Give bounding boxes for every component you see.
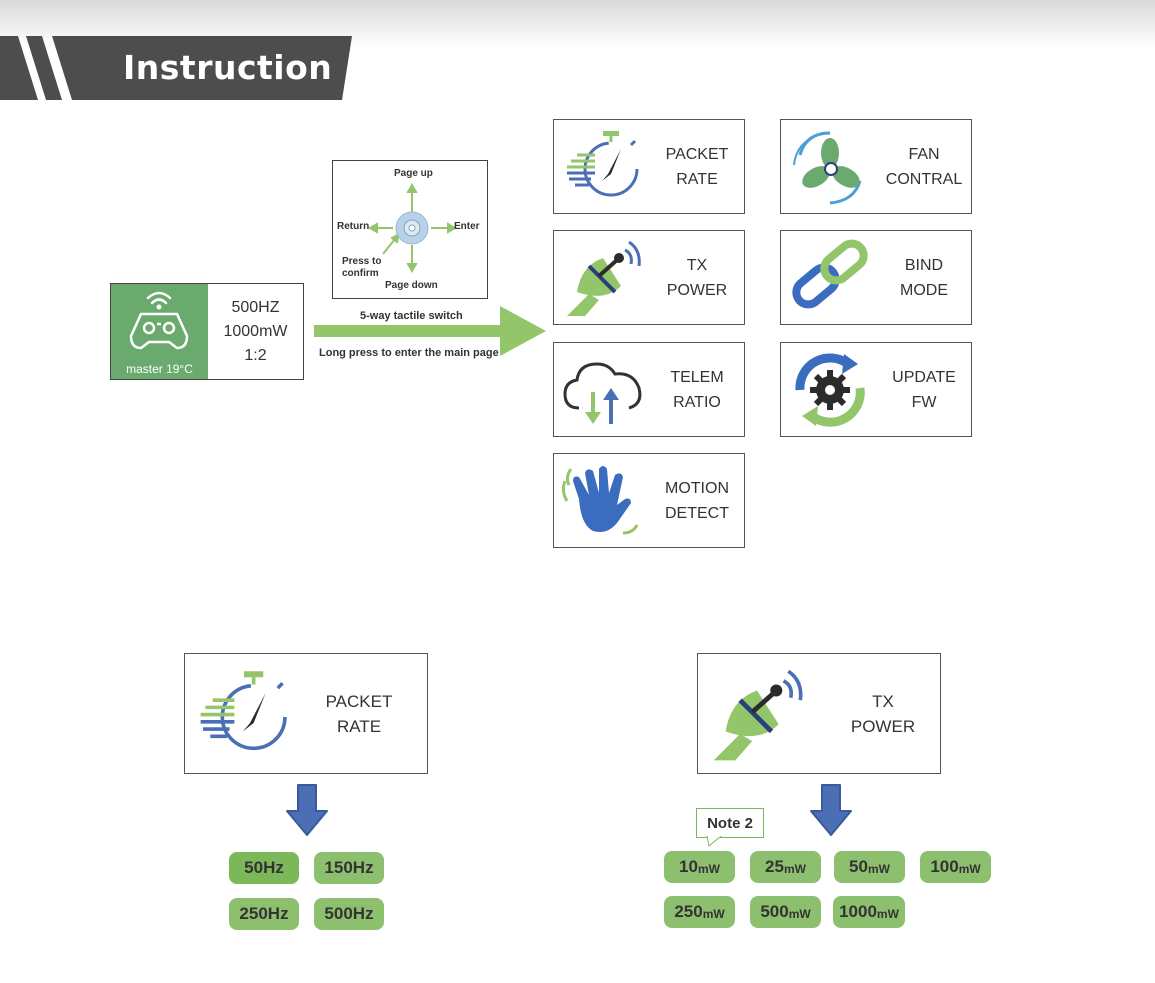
page-title: Instruction — [123, 48, 333, 87]
menu-tile-packet-rate[interactable]: PACKET RATE — [553, 119, 745, 214]
menu-label-line2: FW — [911, 393, 937, 411]
menu-label-line1: TX — [686, 256, 708, 274]
power-value: 50 — [849, 857, 868, 876]
menu-tile-bind-mode[interactable]: BIND MODE — [780, 230, 972, 325]
long-press-caption: Long press to enter the main page — [319, 347, 499, 359]
menu-tile-telem-ratio[interactable]: TELEM RATIO — [553, 342, 745, 437]
home-screen: master 19°C 500HZ 1000mW 1:2 — [110, 283, 304, 380]
menu-label-line2: CONTRAL — [885, 170, 963, 188]
switch-diagram: Page up Return Enter Press to confirm Pa… — [332, 160, 488, 299]
rate-option-50hz[interactable]: 50Hz — [229, 852, 299, 884]
tx-power-readout: 1000mW — [223, 322, 288, 340]
press-confirm-label-2: confirm — [342, 268, 379, 279]
menu-tile-motion-detect[interactable]: MOTION DETECT — [553, 453, 745, 548]
gear-refresh-icon — [795, 353, 865, 427]
home-status-text: master 19°C — [126, 362, 193, 376]
detail-label-line2: POWER — [850, 716, 916, 736]
power-value: 10 — [679, 857, 698, 876]
menu-tile-tx-power[interactable]: TX POWER — [553, 230, 745, 325]
menu-label-line2: RATE — [676, 170, 718, 188]
tx-power-detail: TX POWER — [697, 653, 941, 774]
power-value: 500 — [760, 902, 789, 921]
power-value: 25 — [765, 857, 784, 876]
power-unit: mW — [702, 906, 725, 921]
detail-label-line1: PACKET — [325, 691, 393, 711]
power-value: 1000 — [839, 902, 877, 921]
menu-label-line1: BIND — [904, 256, 944, 274]
arrow-down-icon — [810, 784, 852, 836]
power-unit: mW — [958, 861, 981, 876]
menu-label-line1: TELEM — [670, 368, 724, 386]
stopwatch-icon — [567, 131, 639, 197]
menu-label-line1: PACKET — [665, 145, 729, 163]
power-value: 100 — [930, 857, 959, 876]
menu-label-line2: RATIO — [673, 393, 721, 411]
menu-label-line2: MODE — [900, 281, 948, 299]
menu-tile-update-fw[interactable]: UPDATE FW — [780, 342, 972, 437]
rate-option-250hz[interactable]: 250Hz — [229, 898, 299, 930]
page-up-label: Page up — [394, 168, 433, 179]
telem-ratio-readout: 1:2 — [244, 346, 267, 364]
press-confirm-label-1: Press to — [342, 256, 382, 267]
home-readout: 500HZ 1000mW 1:2 — [208, 284, 303, 379]
detail-label-line2: RATE — [336, 716, 382, 736]
packet-rate-readout: 500HZ — [231, 298, 280, 316]
power-unit: mW — [697, 861, 720, 876]
home-screen-icon-panel: master 19°C — [111, 284, 208, 379]
remote-controller-icon — [129, 291, 189, 350]
switch-caption: 5-way tactile switch — [360, 310, 463, 322]
power-unit: mW — [876, 906, 899, 921]
page-down-label: Page down — [385, 280, 438, 291]
hand-wave-icon — [561, 466, 639, 535]
power-unit: mW — [783, 861, 806, 876]
return-label: Return — [337, 221, 370, 232]
power-unit: mW — [867, 861, 890, 876]
menu-tile-fan-contral[interactable]: FAN CONTRAL — [780, 119, 972, 214]
menu-label-line1: UPDATE — [892, 368, 956, 386]
menu-label-line2: DETECT — [665, 504, 729, 522]
joystick-icon — [367, 182, 458, 274]
fan-icon — [793, 131, 862, 205]
note-callout: Note 2 — [696, 808, 764, 838]
note-tail-icon — [706, 836, 722, 847]
menu-label-line1: MOTION — [665, 479, 729, 497]
chain-link-icon — [792, 239, 868, 309]
menu-label-line1: FAN — [908, 145, 940, 163]
detail-label-line1: TX — [872, 691, 894, 711]
enter-label: Enter — [454, 221, 480, 232]
stopwatch-icon — [200, 671, 287, 751]
rate-option-150hz[interactable]: 150Hz — [314, 852, 384, 884]
menu-label-line2: POWER — [666, 281, 728, 299]
satellite-dish-icon — [713, 669, 803, 761]
arrow-down-icon — [286, 784, 328, 836]
instruction-banner — [0, 36, 352, 100]
power-unit: mW — [788, 906, 811, 921]
cloud-transfer-icon — [563, 362, 642, 424]
satellite-dish-icon — [567, 240, 641, 316]
arrow-right-icon — [314, 306, 546, 356]
power-value: 250 — [674, 902, 703, 921]
rate-option-500hz[interactable]: 500Hz — [314, 898, 384, 930]
packet-rate-detail: PACKET RATE — [184, 653, 428, 774]
